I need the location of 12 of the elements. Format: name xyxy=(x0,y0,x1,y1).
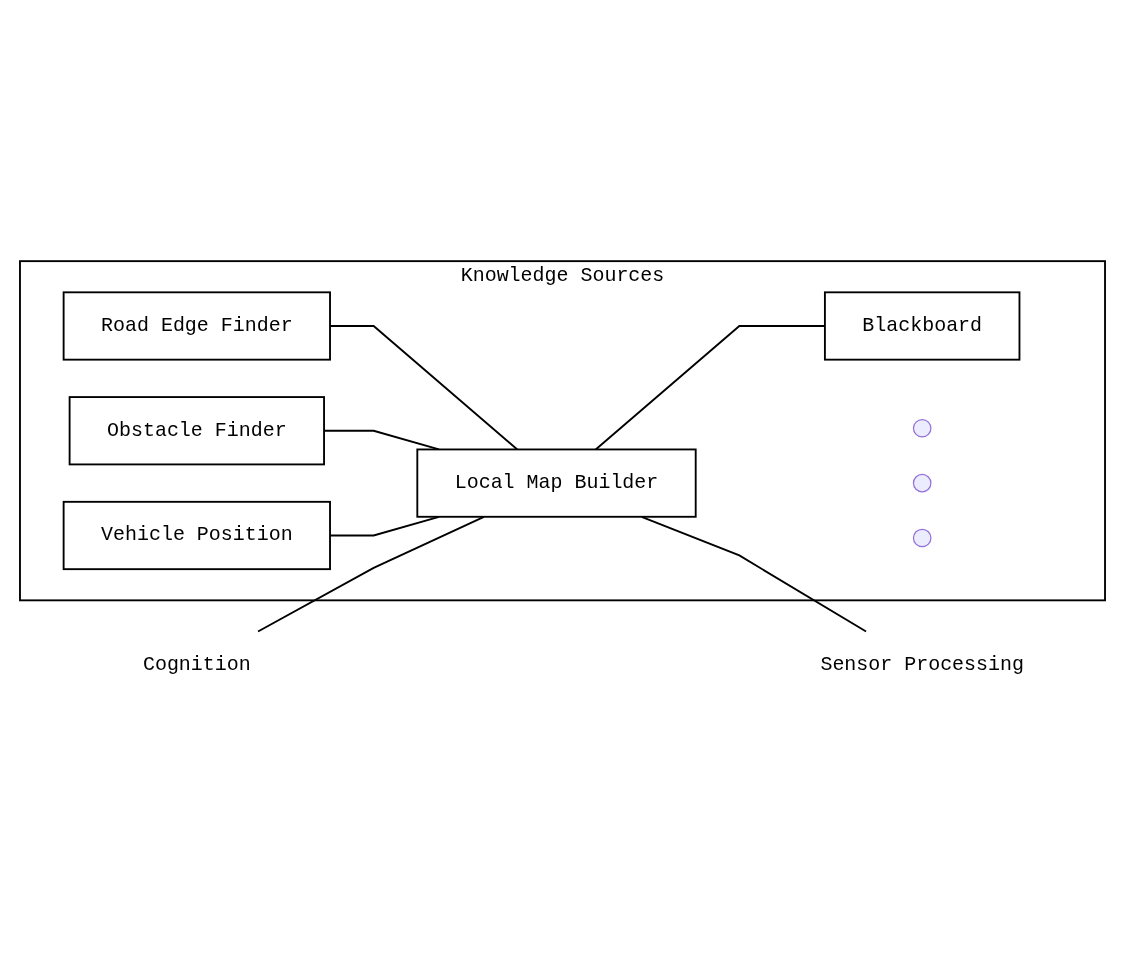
node-box: Vehicle Position xyxy=(62,500,331,571)
node-text: Sensor Processing xyxy=(820,653,1024,677)
node-circle xyxy=(912,418,932,438)
node-box: Obstacle Finder xyxy=(68,396,325,466)
node-circle xyxy=(912,528,932,548)
node-box: Local Map Builder xyxy=(416,448,697,518)
node-circle xyxy=(912,473,932,493)
connector xyxy=(257,515,485,633)
node-box: Blackboard xyxy=(823,291,1021,361)
node-text: Cognition xyxy=(142,653,251,677)
connector xyxy=(640,515,868,633)
node-box: Road Edge Finder xyxy=(62,291,331,361)
